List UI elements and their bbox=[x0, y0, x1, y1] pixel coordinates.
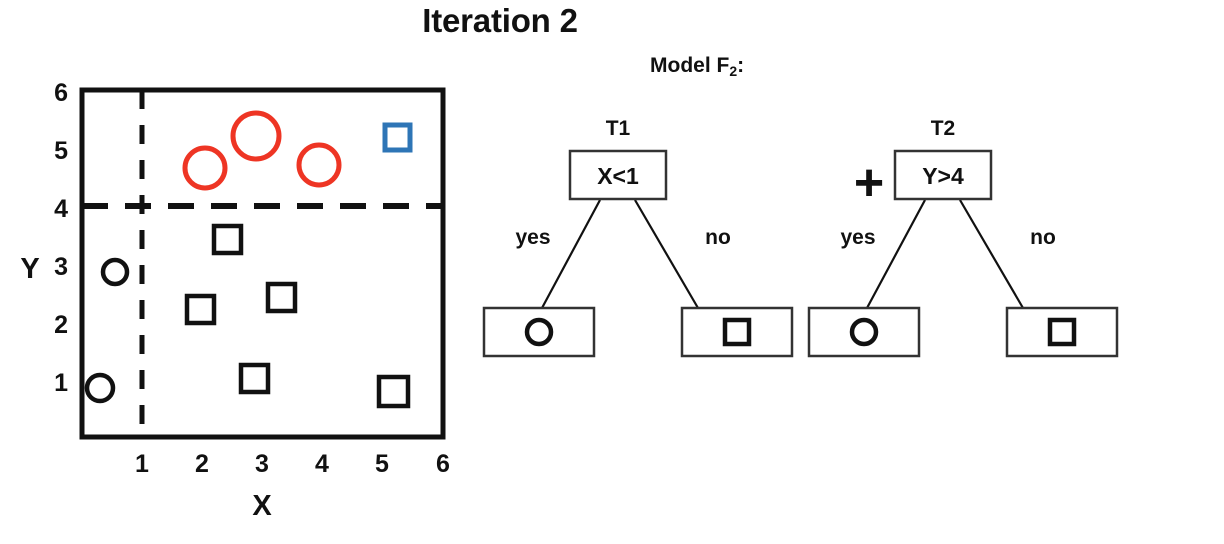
tree-node-t2-root[interactable] bbox=[893, 149, 993, 201]
tree-edge-t1-yes bbox=[541, 199, 601, 309]
data-point-circle bbox=[100, 257, 130, 287]
model-heading: Model F2: bbox=[650, 54, 745, 79]
tree-leaf-t2-no[interactable] bbox=[1005, 306, 1119, 358]
tree-leaf-t2-yes[interactable] bbox=[807, 306, 921, 358]
x-tick-label-2: 2 bbox=[195, 450, 209, 478]
y-tick-label-3: 3 bbox=[54, 253, 68, 281]
tree-branch-label-t1-no: no bbox=[705, 226, 731, 249]
x-axis-label: X bbox=[252, 490, 272, 522]
tree-node-t2-condition: Y>4 bbox=[922, 163, 964, 189]
decision-tree-t2: T2 Y>4 yes no bbox=[807, 117, 1119, 358]
tree-leaf-t1-no[interactable] bbox=[680, 306, 794, 358]
x-tick-label-6: 6 bbox=[436, 450, 450, 478]
plot-frame bbox=[79, 87, 446, 440]
model-heading-prefix: Model F bbox=[650, 54, 730, 77]
model-panel: Model F2: T1 X<1 yes no bbox=[470, 50, 1224, 390]
y-tick-label-5: 5 bbox=[54, 137, 68, 165]
x-tick-label-1: 1 bbox=[135, 450, 149, 478]
x-tick-label-5: 5 bbox=[375, 450, 389, 478]
tree-node-t1-condition: X<1 bbox=[597, 163, 639, 189]
tree-caption-t2: T2 bbox=[931, 117, 956, 140]
tree-caption-t1: T1 bbox=[606, 117, 631, 140]
data-point-square bbox=[238, 362, 271, 395]
scatter-plot: 6 5 4 3 2 1 1 2 3 4 5 6 Y X bbox=[0, 60, 500, 540]
model-heading-subscript: 2 bbox=[729, 63, 738, 79]
tree-branch-label-t1-yes: yes bbox=[515, 226, 550, 249]
tree-branch-label-t2-no: no bbox=[1030, 226, 1056, 249]
data-point-square bbox=[265, 281, 298, 314]
square-icon bbox=[1047, 317, 1077, 347]
tree-branch-label-t2-yes: yes bbox=[840, 226, 875, 249]
data-point-square bbox=[376, 374, 411, 409]
ensemble-plus-operator: + bbox=[854, 154, 884, 212]
data-point-circle bbox=[84, 372, 116, 404]
circle-icon bbox=[524, 317, 554, 347]
square-icon bbox=[722, 317, 752, 347]
y-tick-label-6: 6 bbox=[54, 79, 68, 107]
page-title: Iteration 2 bbox=[422, 2, 578, 39]
highlighted-point-circle bbox=[296, 142, 342, 188]
tree-edge-t1-no bbox=[634, 199, 699, 309]
data-point-square bbox=[211, 223, 244, 256]
highlighted-point-square bbox=[382, 122, 413, 153]
data-point-square bbox=[184, 293, 217, 326]
y-axis-label: Y bbox=[20, 253, 39, 285]
circle-icon bbox=[849, 317, 879, 347]
y-tick-label-1: 1 bbox=[54, 369, 68, 397]
tree-edge-t2-yes bbox=[866, 199, 926, 309]
decision-tree-t1: T1 X<1 yes no bbox=[482, 117, 794, 358]
ensemble-trees-canvas: T1 X<1 yes no + T2 bbox=[482, 117, 1119, 358]
y-tick-label-4: 4 bbox=[54, 195, 68, 223]
tree-edge-t2-no bbox=[959, 199, 1024, 309]
highlighted-point-circle bbox=[230, 110, 282, 162]
y-tick-label-2: 2 bbox=[54, 311, 68, 339]
x-tick-label-4: 4 bbox=[315, 450, 329, 478]
x-tick-label-3: 3 bbox=[255, 450, 269, 478]
tree-leaf-t1-yes[interactable] bbox=[482, 306, 596, 358]
highlighted-point-circle bbox=[182, 145, 228, 191]
tree-node-t1-root[interactable] bbox=[568, 149, 668, 201]
model-heading-suffix: : bbox=[737, 54, 745, 77]
scatter-plot-canvas: 6 5 4 3 2 1 1 2 3 4 5 6 Y X bbox=[20, 79, 450, 522]
